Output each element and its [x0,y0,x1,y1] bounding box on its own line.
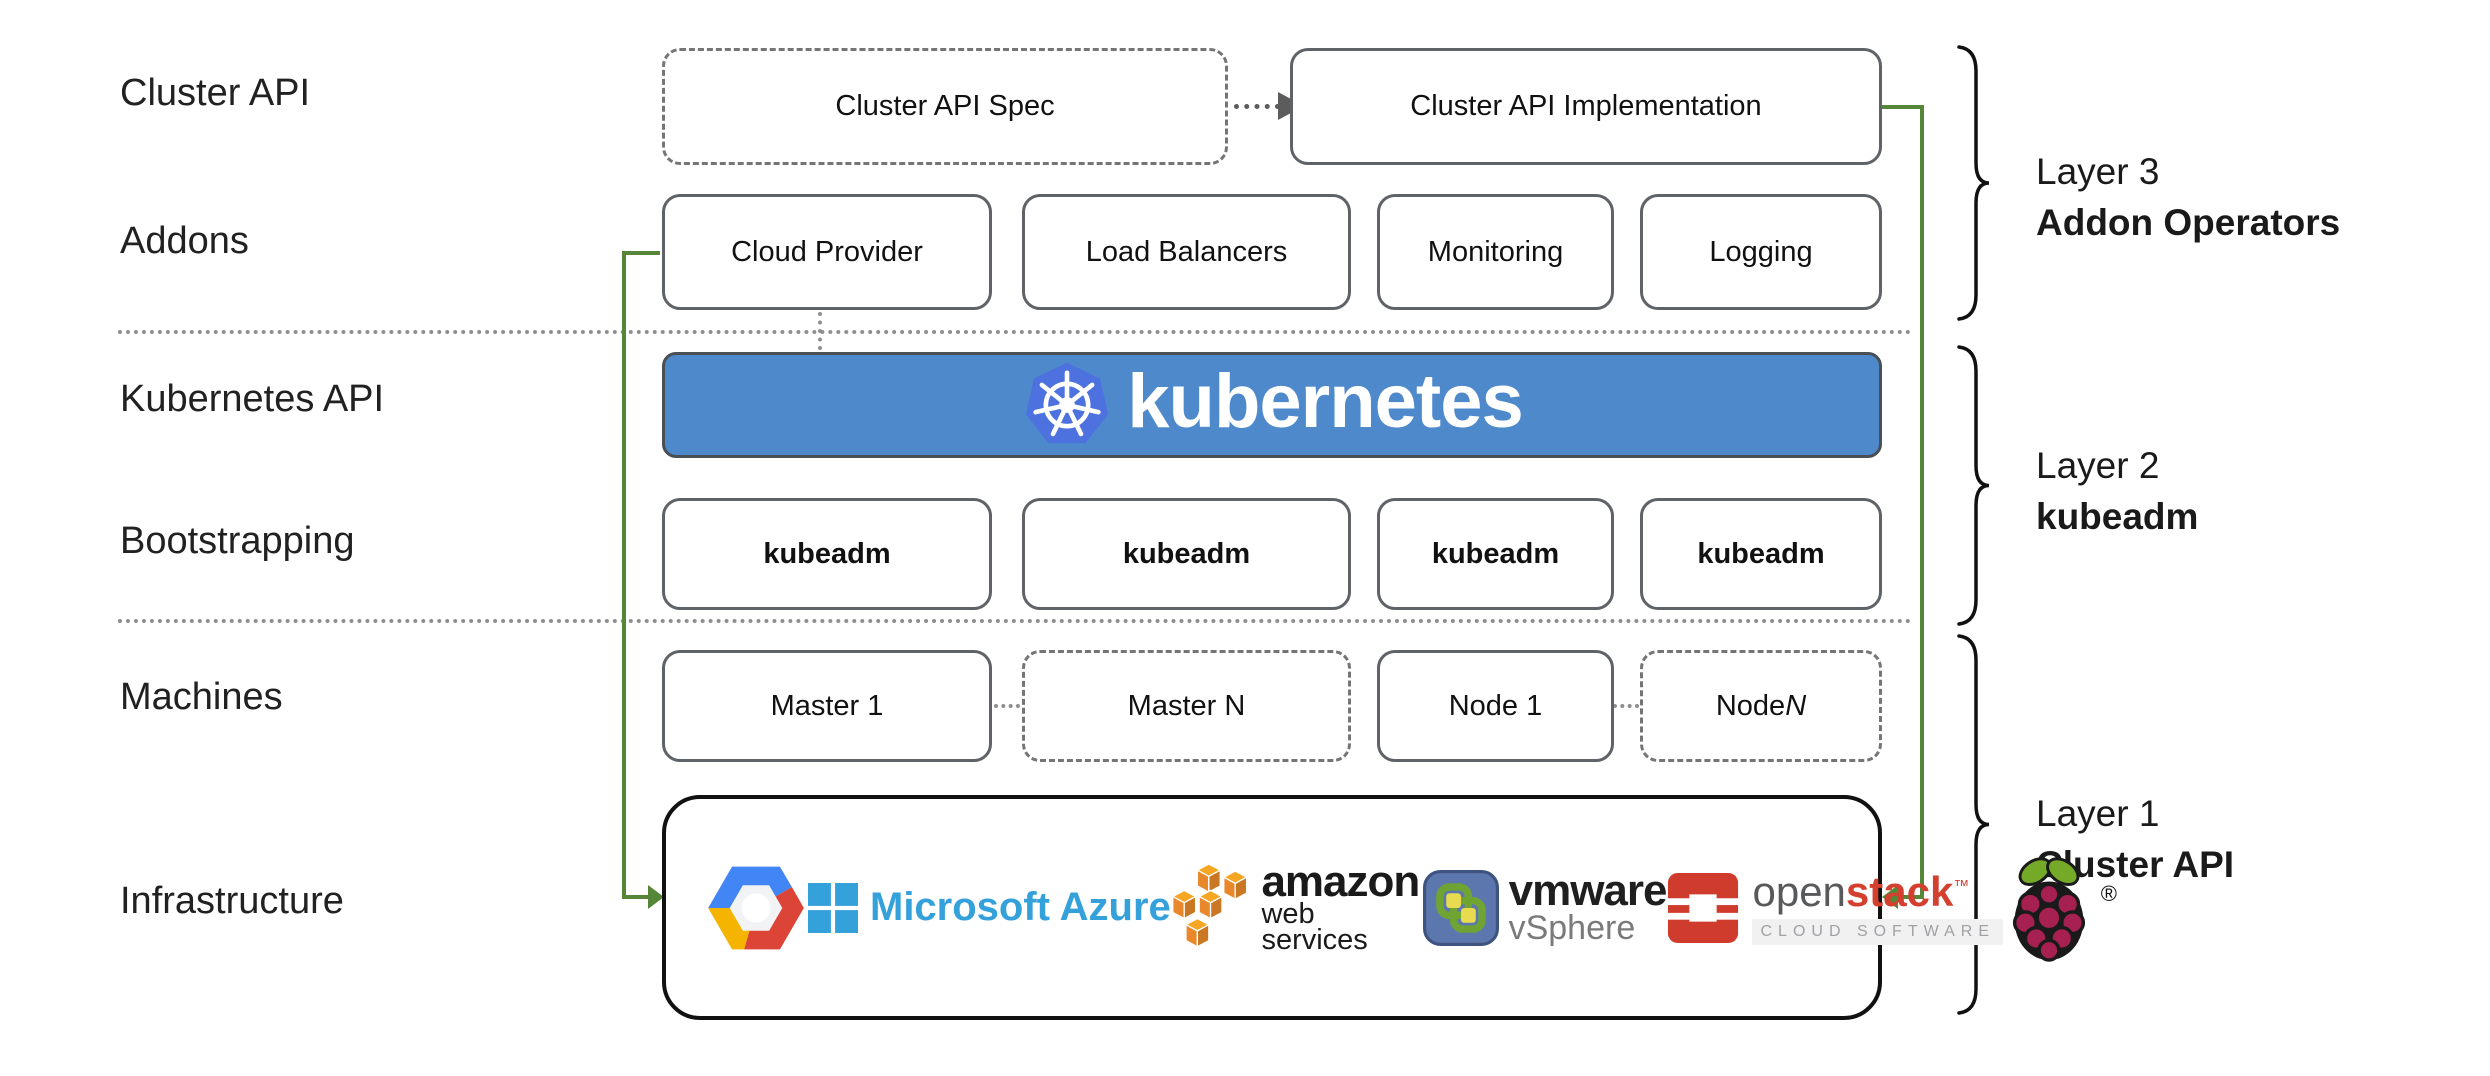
openstack-wordmark-open: open [1752,867,1846,915]
layer-1-title: Layer 1 [2036,793,2160,834]
infrastructure-providers-box: Microsoft Azure amazon web services [662,795,2117,1020]
cluster-api-spec-label: Cluster API Spec [835,90,1055,122]
layer-1-brace-icon [1957,634,1990,1015]
row-label-machines: Machines [120,676,283,718]
machine-label: Node 1 [1448,689,1543,722]
layer-3-title: Layer 3 [2036,151,2160,192]
row-label-kubernetes-api: Kubernetes API [120,378,385,420]
kubernetes-wordmark: kubernetes [1127,359,1523,444]
vmware-wordmark: vmware [1508,866,1668,916]
vsphere-wordmark: vSphere [1508,909,1636,948]
amazon-wordmark: amazon [1261,856,1420,906]
kubeadm-box-2: kubeadm [1022,498,1351,610]
kubernetes-banner: kubernetes [662,352,1882,458]
addon-box-monitoring: Monitoring [1377,194,1614,310]
machine-label: Node [1715,689,1786,722]
cluster-api-spec-box: Cluster API Spec [662,48,1228,165]
kubeadm-label: kubeadm [1122,537,1251,570]
openstack-bracket-icon [1666,872,1741,943]
vmware-vsphere-logo: vmware vSphere [1422,866,1668,948]
layer-2-label: Layer 2 kubeadm [2036,440,2198,542]
addon-box-cloud-provider: Cloud Provider [662,194,992,310]
kubeadm-box-4: kubeadm [1640,498,1882,610]
microsoft-window-icon [808,882,858,933]
machine-box-node-n: Node N [1640,650,1882,762]
spec-to-implementation-dotted-line [1234,104,1280,109]
microsoft-azure-logo: Microsoft Azure [808,882,1171,933]
cloud-provider-to-infrastructure-line [622,251,660,899]
layer-3-label: Layer 3 Addon Operators [2036,146,2340,248]
kubeadm-label: kubeadm [1697,537,1825,570]
openstack-logo: openstack™ CLOUD SOFTWARE [1666,867,2004,945]
layer-2-subtitle: kubeadm [2036,496,2199,537]
row-label-bootstrapping: Bootstrapping [120,520,355,562]
dotted-separator-bottom [118,619,1912,623]
addon-box-logging: Logging [1640,194,1882,310]
machine-box-master-n: Master N [1022,650,1351,762]
addon-label: Monitoring [1427,235,1564,268]
kubernetes-helm-logo-icon [1026,362,1109,444]
raspberry-pi-registered-mark: ® [2100,880,2118,906]
machine-label: Master N [1127,689,1246,722]
layer-3-subtitle: Addon Operators [2036,202,2341,243]
kubeadm-label: kubeadm [763,537,891,570]
google-cloud-hexagon-icon [708,866,804,949]
web-services-wordmark: web services [1261,898,1368,957]
machine-label: Master 1 [770,689,884,722]
dotted-separator-top [118,330,1912,334]
cluster-api-implementation-box: Cluster API Implementation [1290,48,1882,165]
addon-label: Logging [1709,235,1813,268]
machine-box-master-1: Master 1 [662,650,992,762]
kubeadm-box-1: kubeadm [662,498,992,610]
kubeadm-label: kubeadm [1431,537,1560,570]
kubeadm-box-3: kubeadm [1377,498,1614,610]
row-label-addons: Addons [120,220,249,262]
node1-to-noden-dotted-line [1613,704,1639,708]
layer-2-brace-icon [1957,345,1990,626]
cluster-api-implementation-label: Cluster API Implementation [1410,90,1762,122]
addon-box-load-balancers: Load Balancers [1022,194,1351,310]
machine-box-node-1: Node 1 [1377,650,1614,762]
vsphere-app-icon [1422,869,1499,946]
row-label-infrastructure: Infrastructure [120,880,344,922]
raspberry-pi-logo: ® [2003,853,2117,963]
addon-label: Load Balancers [1085,235,1288,268]
google-cloud-platform-logo [704,861,808,955]
addon-label: Cloud Provider [731,235,923,268]
raspberry-pi-icon [2012,856,2086,962]
machine-label-suffix: N [1785,689,1807,722]
aws-cubes-icon [1171,862,1248,948]
openstack-trademark: ™ [1953,877,1970,895]
openstack-wordmark-stack: stack [1845,867,1954,915]
openstack-cloud-software-caption: CLOUD SOFTWARE [1752,918,2004,945]
azure-wordmark: Microsoft Azure [870,885,1171,929]
layer-2-title: Layer 2 [2036,445,2160,486]
cloud-provider-to-kubernetes-dotted-line [818,312,822,350]
layer-3-brace-icon [1957,45,1990,321]
master1-to-mastern-dotted-line [994,704,1020,708]
amazon-web-services-logo: amazon web services [1171,856,1423,957]
row-label-cluster-api: Cluster API [120,72,311,114]
implementation-to-infrastructure-line [1882,105,1924,899]
